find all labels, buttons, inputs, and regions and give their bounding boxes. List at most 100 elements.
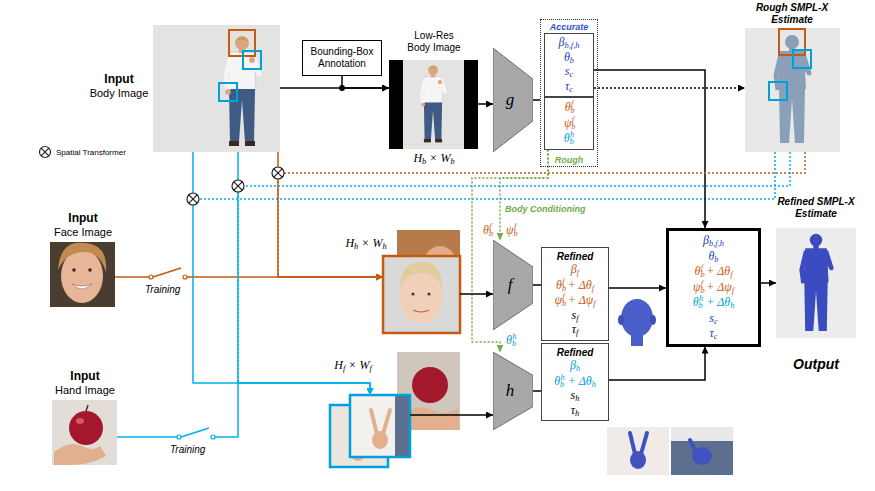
connector bbox=[761, 282, 776, 284]
low-res-photo bbox=[403, 60, 464, 149]
script-run: β bbox=[559, 35, 565, 49]
script-run: θ bbox=[556, 278, 562, 292]
script-run: b bbox=[450, 157, 454, 166]
script-run: b,f,h bbox=[565, 41, 580, 50]
face-refined-parameters: Refinedβfθbf + Δθfψbf + Δψfsfτf bbox=[541, 247, 609, 341]
spatial-transformer bbox=[274, 169, 282, 177]
script-run: θ bbox=[554, 374, 560, 388]
node-text: sh bbox=[571, 389, 580, 404]
script-run: b bbox=[422, 157, 426, 166]
parameter-label: ψbf bbox=[506, 223, 516, 239]
node-text: θb bbox=[708, 249, 718, 265]
input-face-photo: InputFace Image bbox=[50, 242, 115, 307]
parameter-label: θbh bbox=[506, 333, 517, 349]
conditioning-label: Body Conditioning bbox=[505, 204, 585, 214]
refined-estimate-render: Refined SMPL-X EstimateOutput bbox=[776, 228, 856, 338]
node-text: Bounding-Box Annotation bbox=[307, 46, 377, 70]
script-run: H bbox=[345, 236, 354, 250]
output-mesh-render bbox=[802, 234, 832, 331]
training-switch bbox=[211, 435, 215, 439]
spatial-transformer bbox=[232, 180, 244, 192]
hand-mesh-renders bbox=[690, 440, 696, 452]
script-run: c bbox=[569, 85, 573, 94]
training-switch bbox=[181, 432, 212, 442]
hand-photo bbox=[52, 400, 117, 465]
connector bbox=[609, 287, 666, 289]
node-text: τc bbox=[709, 326, 717, 342]
head-mesh-render bbox=[650, 315, 656, 325]
script-run: s bbox=[571, 388, 576, 402]
junction-dot bbox=[339, 85, 345, 91]
script-run: f bbox=[592, 284, 594, 293]
transformer-wire bbox=[193, 152, 775, 199]
script-run: β bbox=[570, 358, 576, 372]
node-text: θbf bbox=[565, 100, 574, 116]
node-text: θb bbox=[564, 51, 574, 66]
connector bbox=[533, 284, 541, 286]
training-switch bbox=[183, 275, 187, 279]
script-run: ψ bbox=[554, 293, 561, 307]
script-run: τ bbox=[572, 322, 576, 336]
script-run: h bbox=[699, 294, 703, 303]
network-trapezoid bbox=[493, 240, 533, 330]
script-run: f bbox=[732, 286, 734, 295]
node-text: Refined bbox=[557, 250, 594, 263]
hand-mesh-renders bbox=[607, 427, 669, 475]
script-run: h bbox=[575, 409, 579, 418]
input-body-photo: InputBody Image bbox=[153, 25, 280, 152]
connector bbox=[594, 70, 705, 228]
spatial-transformer bbox=[272, 167, 284, 179]
node-text: Refined SMPL-X Estimate bbox=[771, 196, 861, 220]
script-run: θ bbox=[565, 100, 571, 114]
script-run: H bbox=[334, 358, 343, 372]
script-run: h bbox=[570, 130, 574, 139]
spatial-transformer bbox=[272, 167, 284, 179]
script-run: τ bbox=[709, 326, 713, 340]
node-text: θbh + Δθh bbox=[693, 295, 735, 311]
training-switch bbox=[177, 428, 215, 442]
connectors bbox=[115, 70, 805, 437]
script-run: + Δθ bbox=[703, 295, 730, 309]
script-run: + Δψ bbox=[703, 280, 732, 294]
hand-crop-photos bbox=[371, 410, 377, 434]
rough-mesh-render bbox=[793, 50, 811, 68]
script-run: h bbox=[560, 373, 564, 382]
training-switch bbox=[149, 275, 153, 279]
connector bbox=[238, 152, 370, 395]
rough-mesh-render bbox=[745, 28, 840, 152]
node-text: Hb × Wb bbox=[399, 151, 469, 167]
hand-photo bbox=[76, 418, 84, 424]
script-run: b,f,h bbox=[709, 239, 724, 248]
script-run: f bbox=[576, 328, 578, 337]
script-run: θ bbox=[564, 131, 570, 145]
script-run: + Δψ bbox=[565, 293, 594, 307]
script-run: f bbox=[701, 279, 703, 288]
face-photo bbox=[72, 268, 76, 272]
legend-text: Spatial Transformer bbox=[56, 148, 126, 157]
refined-parameters: βb,f,hθbθbf + Δθfψbf + Δψfθbh + Δθhscτc bbox=[666, 228, 761, 347]
face-crop-photo bbox=[400, 262, 442, 290]
hand-crop-photos bbox=[412, 367, 448, 403]
script-run: f bbox=[571, 99, 573, 108]
node-text: Hand Image bbox=[49, 384, 121, 396]
hand-crop-photos bbox=[330, 352, 460, 467]
node-text: θbh bbox=[564, 131, 575, 147]
legend-item: Spatial Transformer bbox=[38, 145, 126, 159]
script-run: + Δθ bbox=[565, 278, 592, 292]
node-text: Body Image bbox=[88, 87, 150, 99]
script-run: + Δθ bbox=[565, 374, 592, 388]
network-name: f bbox=[508, 275, 513, 295]
node-text: Refined bbox=[557, 346, 594, 359]
script-run: ψ bbox=[564, 116, 571, 130]
script-run: + Δθ bbox=[703, 264, 730, 278]
spatial-transformer bbox=[234, 182, 242, 190]
low-res-photo bbox=[389, 60, 478, 149]
node-text: Output bbox=[776, 356, 856, 372]
node-text: Rough SMPL-X Estimate bbox=[747, 2, 837, 26]
script-run: τ bbox=[565, 79, 569, 93]
input-hand-photo: InputHand Image bbox=[52, 400, 117, 465]
spatial-transformer bbox=[189, 195, 197, 203]
rough-estimate-render: Rough SMPL-X Estimate bbox=[745, 28, 840, 152]
output-mesh-render bbox=[776, 228, 856, 338]
face-crop: Hh × Wh bbox=[383, 256, 460, 333]
